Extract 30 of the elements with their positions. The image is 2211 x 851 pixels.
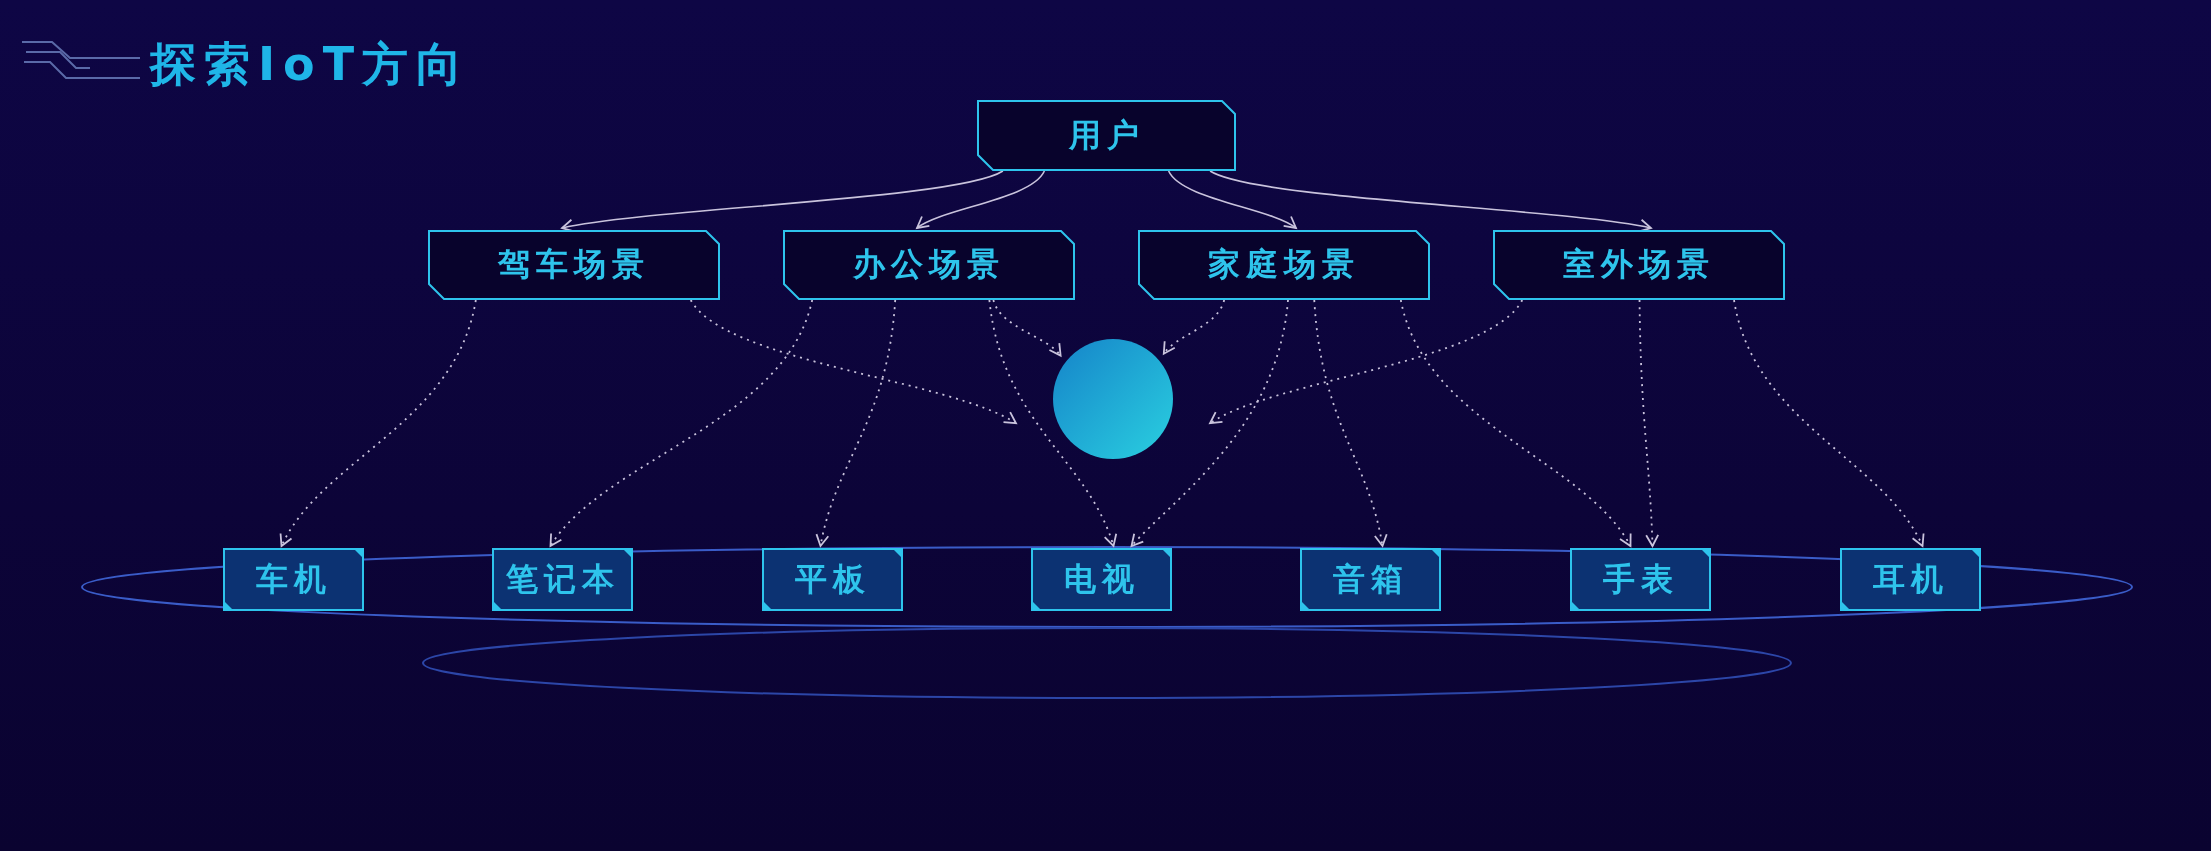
dotted-arrow: [816, 299, 897, 547]
scene-box: 办公场景: [783, 230, 1075, 300]
scene-box: 家庭场景: [1138, 230, 1430, 300]
dotted-arrow: [992, 299, 1062, 357]
arrow: [1167, 170, 1297, 229]
dotted-arrow: [1313, 299, 1388, 547]
dotted-arrow: [988, 299, 1117, 547]
dotted-arrow: [280, 299, 477, 547]
dotted-arrow: [1209, 299, 1524, 425]
device-box: 平板: [762, 548, 903, 611]
scene-box: 驾车场景: [428, 230, 720, 300]
device-box: 车机: [223, 548, 364, 611]
dotted-arrow: [1399, 299, 1632, 547]
user-box: 用户: [977, 100, 1236, 171]
device-box: 耳机: [1840, 548, 1981, 611]
arrow: [916, 170, 1046, 229]
arrow: [561, 170, 1004, 233]
device-box: 音箱: [1300, 548, 1441, 611]
dotted-arrow: [549, 299, 814, 547]
dotted-arrow: [1638, 299, 1659, 547]
dotted-arrow: [689, 299, 1017, 425]
arrow: [1209, 170, 1652, 233]
device-box: 笔记本: [492, 548, 633, 611]
dotted-arrow: [1130, 299, 1289, 547]
dotted-arrow: [1162, 299, 1226, 355]
device-box: 电视: [1031, 548, 1172, 611]
scene-box: 室外场景: [1493, 230, 1785, 300]
title: 探索IoT方向: [150, 36, 471, 93]
device-box: 手表: [1570, 548, 1711, 611]
dotted-arrow: [1733, 299, 1924, 547]
